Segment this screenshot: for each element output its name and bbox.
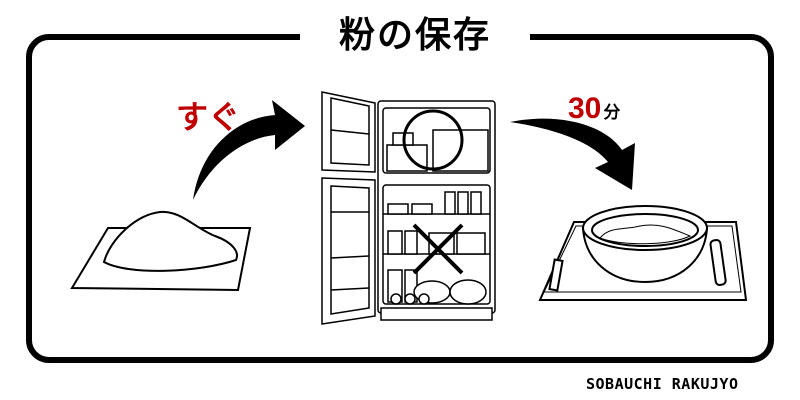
- flour-on-mat-icon: [70, 210, 252, 292]
- wait-time-unit: 分: [603, 103, 621, 123]
- curved-arrow-icon: [193, 100, 305, 200]
- immediately-label: すぐ: [176, 98, 241, 136]
- wait-time-number: 30: [568, 92, 602, 125]
- page-title: 粉の保存: [300, 14, 530, 58]
- circle-ok-icon: [402, 109, 464, 171]
- refrigerator-icon: [321, 91, 496, 325]
- cross-ng-icon: [412, 223, 464, 275]
- curved-arrow-icon: [510, 118, 635, 190]
- footer-credit: SOBAUCHI RAKUJYO: [586, 375, 739, 393]
- flour-bowl-icon: [538, 205, 748, 301]
